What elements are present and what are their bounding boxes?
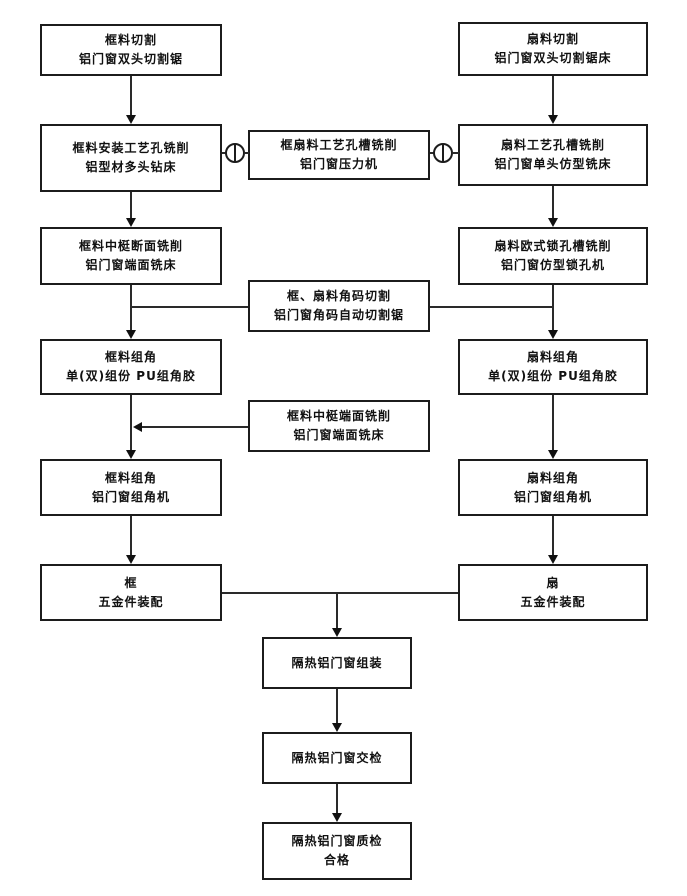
node-text: 铝门窗双头切割锯 — [78, 52, 183, 66]
node-text: 框料中梃端面铣削 — [286, 409, 391, 424]
node-text: 铝门窗双头切割锯床 — [494, 51, 612, 65]
node-text: 扇料组角 — [526, 350, 579, 365]
node-frame-corner-machine: 框料组角 铝门窗组角机 — [40, 459, 222, 516]
flow-line — [552, 76, 554, 116]
node-text: 铝门窗单头仿型铣床 — [494, 157, 612, 171]
node-text: 框料组角 — [104, 470, 157, 485]
flow-line — [130, 395, 132, 451]
node-sash-lock-hole: 扇料欧式锁孔槽铣削 铝门窗仿型锁孔机 — [458, 227, 648, 285]
flow-line — [552, 516, 554, 556]
flow-line — [430, 152, 434, 154]
flow-line — [130, 76, 132, 116]
arrow-down-icon — [332, 628, 342, 637]
arrow-down-icon — [126, 115, 136, 124]
arrow-down-icon — [548, 555, 558, 564]
node-text: 框料安装工艺孔铣削 — [72, 141, 190, 156]
flow-line — [142, 426, 248, 428]
arrow-down-icon — [126, 330, 136, 339]
node-text: 扇料欧式锁孔槽铣削 — [494, 239, 612, 254]
node-text: 框料中梃断面铣削 — [78, 239, 183, 254]
flow-line — [245, 152, 249, 154]
flow-line — [336, 689, 338, 724]
node-sash-hardware: 扇 五金件装配 — [458, 564, 648, 621]
flow-line — [552, 186, 554, 219]
flow-line — [130, 285, 132, 331]
node-text: 框料组角 — [104, 350, 157, 365]
node-frame-mullion-end: 框料中梃端面铣削 铝门窗端面铣床 — [248, 400, 430, 452]
flow-line — [430, 306, 553, 308]
junction-line — [234, 145, 236, 161]
node-text: 铝门窗压力机 — [299, 157, 378, 171]
node-text: 扇料切割 — [526, 32, 579, 47]
arrow-down-icon — [548, 330, 558, 339]
node-frame-install-hole: 框料安装工艺孔铣削 铝型材多头钻床 — [40, 124, 222, 192]
node-text: 扇 — [546, 575, 560, 590]
node-frame-mullion-section: 框料中梃断面铣削 铝门窗端面铣床 — [40, 227, 222, 285]
node-text: 框、扇料角码切割 — [286, 289, 391, 304]
arrow-down-icon — [548, 115, 558, 124]
node-frame-corner-glue: 框料组角 单(双)组份 PU组角胶 — [40, 339, 222, 395]
node-text: 框 — [124, 575, 138, 590]
node-text: 铝门窗角码自动切割锯 — [273, 308, 404, 322]
node-sash-hole-slot: 扇料工艺孔槽铣削 铝门窗单头仿型铣床 — [458, 124, 648, 186]
arrow-down-icon — [332, 813, 342, 822]
node-sash-cut: 扇料切割 铝门窗双头切割锯床 — [458, 22, 648, 76]
flow-line — [336, 784, 338, 814]
arrow-down-icon — [126, 450, 136, 459]
arrow-left-icon — [133, 422, 142, 432]
node-corner-code-cut: 框、扇料角码切割 铝门窗角码自动切割锯 — [248, 280, 430, 332]
node-text: 单(双)组份 PU组角胶 — [488, 369, 618, 383]
arrow-down-icon — [548, 218, 558, 227]
flow-line — [453, 152, 459, 154]
flow-line — [130, 516, 132, 556]
flow-line — [130, 192, 132, 219]
node-frame-sash-hole-slot: 框扇料工艺孔槽铣削 铝门窗压力机 — [248, 130, 430, 180]
node-text: 铝门窗组角机 — [513, 489, 592, 504]
node-text: 隔热铝门窗质检 — [291, 834, 383, 849]
node-frame-hardware: 框 五金件装配 — [40, 564, 222, 621]
node-text: 铝门窗组角机 — [91, 489, 170, 504]
node-text: 铝门窗端面铣床 — [293, 428, 385, 442]
flow-line — [336, 593, 338, 629]
node-sash-corner-machine: 扇料组角 铝门窗组角机 — [458, 459, 648, 516]
node-sash-corner-glue: 扇料组角 单(双)组份 PU组角胶 — [458, 339, 648, 395]
flow-line — [222, 592, 458, 594]
arrow-down-icon — [126, 555, 136, 564]
junction-icon — [433, 143, 453, 163]
node-text: 合格 — [323, 853, 350, 867]
node-text: 扇料工艺孔槽铣削 — [500, 138, 605, 153]
node-text: 框料切割 — [104, 33, 157, 48]
node-text: 铝门窗端面铣床 — [85, 258, 177, 272]
node-text: 五金件装配 — [520, 594, 586, 609]
flow-line — [552, 285, 554, 331]
flow-line — [131, 306, 248, 308]
node-text: 铝型材多头钻床 — [85, 160, 177, 174]
node-text: 五金件装配 — [98, 594, 164, 609]
node-window-assembly: 隔热铝门窗组装 — [262, 637, 412, 689]
flow-line — [552, 395, 554, 451]
flow-line — [222, 152, 226, 154]
junction-line — [442, 145, 444, 161]
node-text: 框扇料工艺孔槽铣削 — [280, 138, 398, 153]
arrow-down-icon — [332, 723, 342, 732]
node-text: 单(双)组份 PU组角胶 — [66, 369, 196, 383]
node-frame-cut: 框料切割 铝门窗双头切割锯 — [40, 24, 222, 76]
arrow-down-icon — [548, 450, 558, 459]
node-window-delivery: 隔热铝门窗交检 — [262, 732, 412, 784]
node-text: 隔热铝门窗交检 — [291, 750, 383, 765]
node-text: 铝门窗仿型锁孔机 — [500, 258, 605, 272]
junction-icon — [225, 143, 245, 163]
node-text: 隔热铝门窗组装 — [291, 655, 383, 670]
arrow-down-icon — [126, 218, 136, 227]
node-window-quality: 隔热铝门窗质检 合格 — [262, 822, 412, 880]
node-text: 扇料组角 — [526, 470, 579, 485]
